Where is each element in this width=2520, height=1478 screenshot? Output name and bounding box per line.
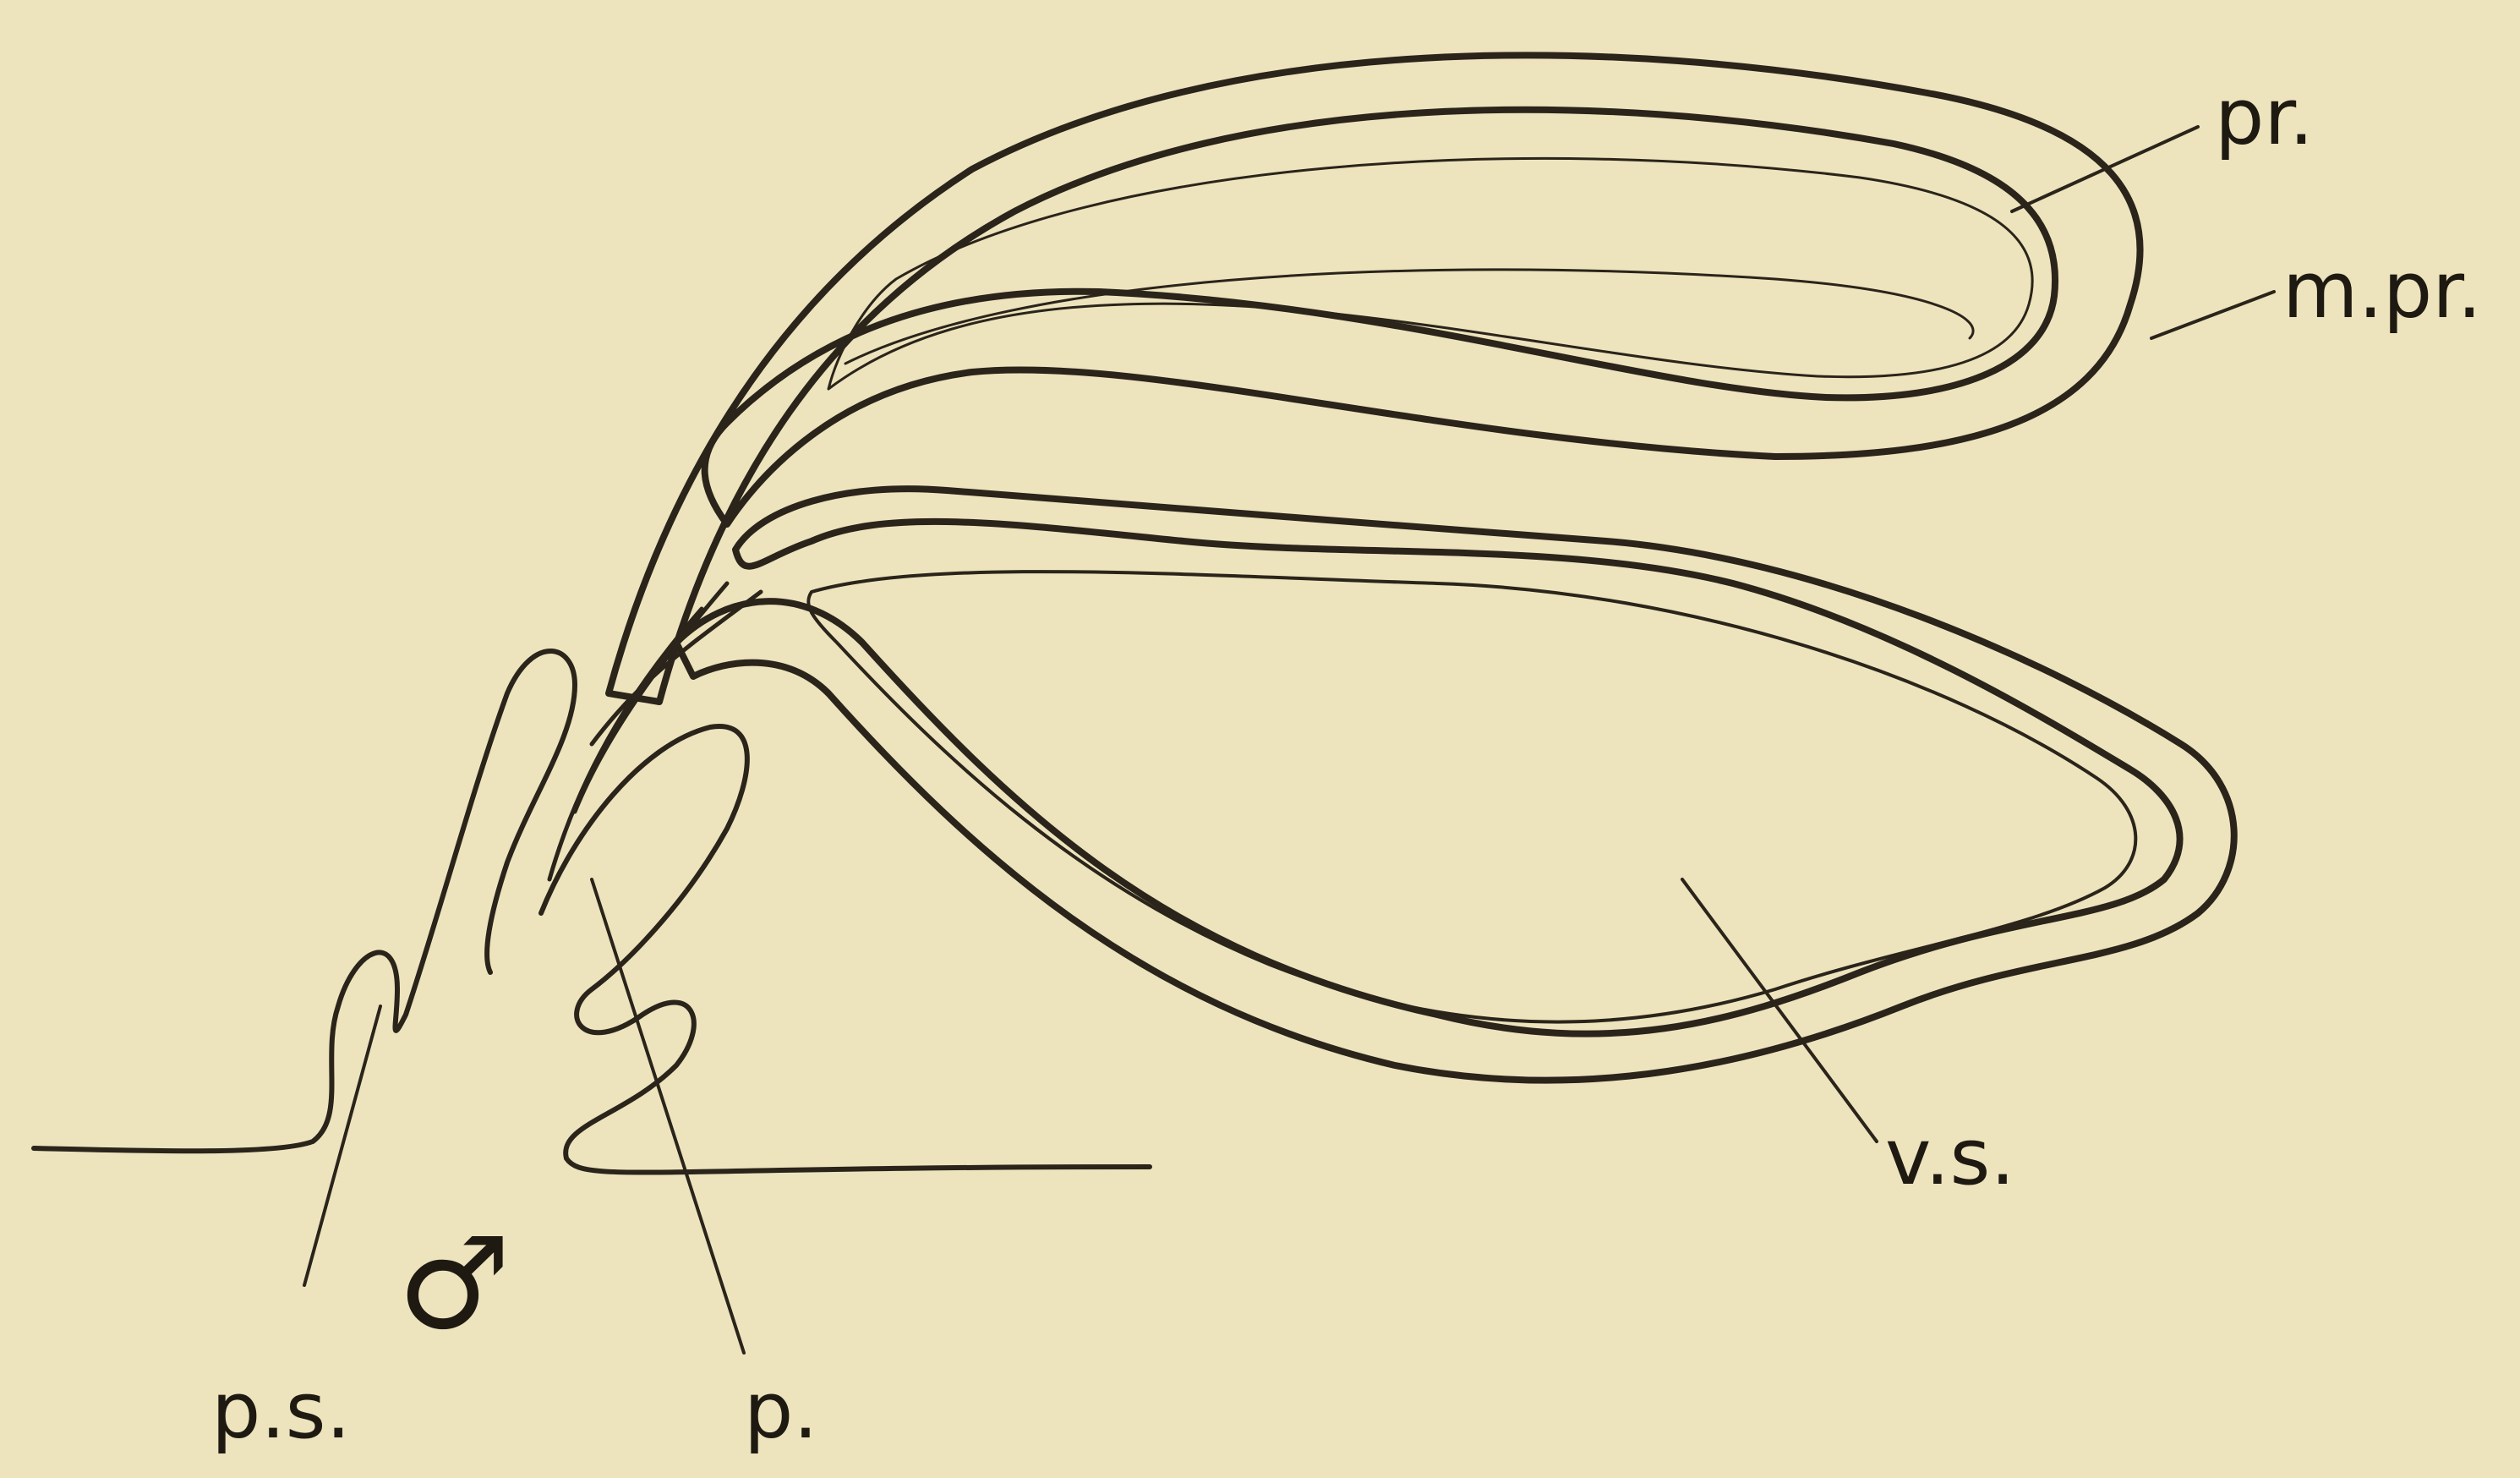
penis-sheath-outline — [34, 651, 575, 1151]
label-v-s: v.s. — [1885, 1112, 2015, 1202]
label-p: p. — [744, 1366, 818, 1456]
penis-outline — [541, 726, 1150, 1172]
label-male-symbol: ♂ — [397, 1211, 511, 1358]
prostate-lumen — [845, 270, 1973, 364]
leader-pr — [2012, 127, 2198, 211]
leader-m-pr — [2151, 292, 2274, 338]
label-pr: pr. — [2215, 72, 2314, 162]
leader-p — [592, 879, 744, 1353]
label-m-pr: m.pr. — [2282, 245, 2482, 336]
prostate-stippled-layer — [828, 158, 2032, 389]
prostate-outer-wall — [609, 55, 2140, 702]
leader-v-s — [1682, 879, 1877, 1141]
vesicula-lumen — [808, 572, 2135, 1022]
label-p-s: p.s. — [211, 1366, 351, 1456]
leader-p-s — [304, 1006, 380, 1285]
